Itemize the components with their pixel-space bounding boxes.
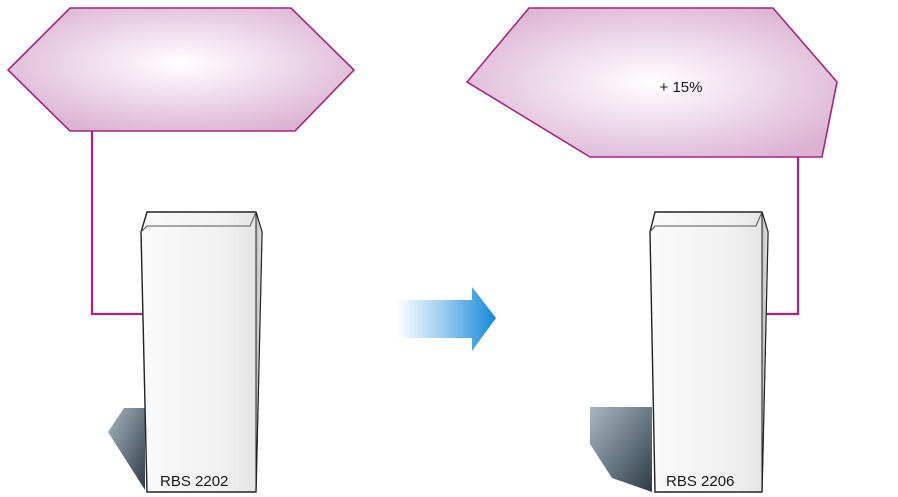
cabinet-label-right: RBS 2206 [666,473,734,490]
right-arrow-icon [396,287,496,351]
left-site: RBS 2202 [6,7,356,493]
cabinet-label-left: RBS 2202 [160,473,228,490]
base-station-cabinet-right [649,211,769,493]
cabinet-shadow-right [590,407,652,492]
connector-line-left [90,131,145,316]
right-site: + 15% RBS 2206 [465,7,838,493]
connector-line-right [766,157,800,316]
coverage-cell-hexagon-left [6,7,356,132]
coverage-cell-hexagon-right [465,7,838,158]
cabinet-shadow-left [108,408,145,490]
base-station-cabinet-left [140,211,263,493]
cell-label-right: + 15% [660,79,703,96]
